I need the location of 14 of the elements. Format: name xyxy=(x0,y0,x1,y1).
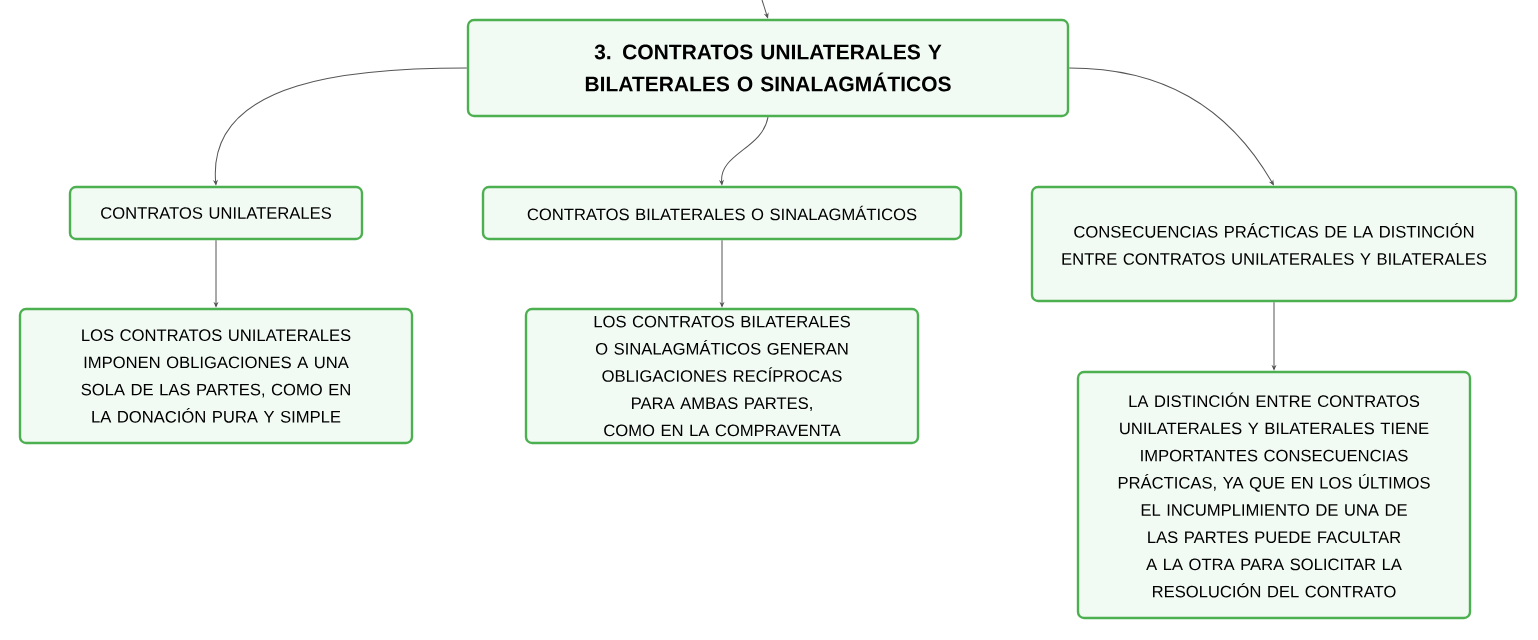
subtopic-box: CONSECUENCIAS PRÁCTICAS DE LA DISTINCIÓN ENTRE CONTRATOS UNILATERALES Y BILATERALES xyxy=(1030,185,1518,303)
arrow xyxy=(720,239,724,307)
arrow xyxy=(761,0,769,19)
arrow xyxy=(213,67,468,185)
detail-box: LOS CONTRATOS BILATERALES O SINALAGMÁTICOS GENERAN OBLIGACIONES RECÍPROCAS PARA AMBAS PARTES, COMO EN LA COMPRAVENTA xyxy=(524,307,920,445)
subtopic-box: CONTRATOS BILATERALES O SINALAGMÁTICOS xyxy=(481,185,963,241)
arrow xyxy=(1272,301,1276,370)
topic-box: 3. CONTRATOS UNILATERALES Y BILATERALES O SINALAGMÁTICOS xyxy=(466,18,1070,118)
arrow xyxy=(1068,67,1274,186)
arrow xyxy=(719,116,769,185)
detail-box: LOS CONTRATOS UNILATERALES IMPONEN OBLIGACIONES A UNA SOLA DE LAS PARTES, COMO EN LA DONACIÓN PURA Y SIMPLE xyxy=(18,307,414,445)
detail-box: LA DISTINCIÓN ENTRE CONTRATOS UNILATERALES Y BILATERALES TIENE IMPORTANTES CONSECUENCIAS PRÁCTICAS, YA QUE EN LOS ÚLTIMOS EL INCUMPLIMIENTO DE UNA DE LAS PARTES PUEDE FACULTAR A LA OTRA PARA SOLICITAR LA RESOLUCIÓN DEL CONTRATO xyxy=(1076,370,1472,620)
arrow xyxy=(214,239,218,307)
subtopic-box: CONTRATOS UNILATERALES xyxy=(68,185,364,241)
